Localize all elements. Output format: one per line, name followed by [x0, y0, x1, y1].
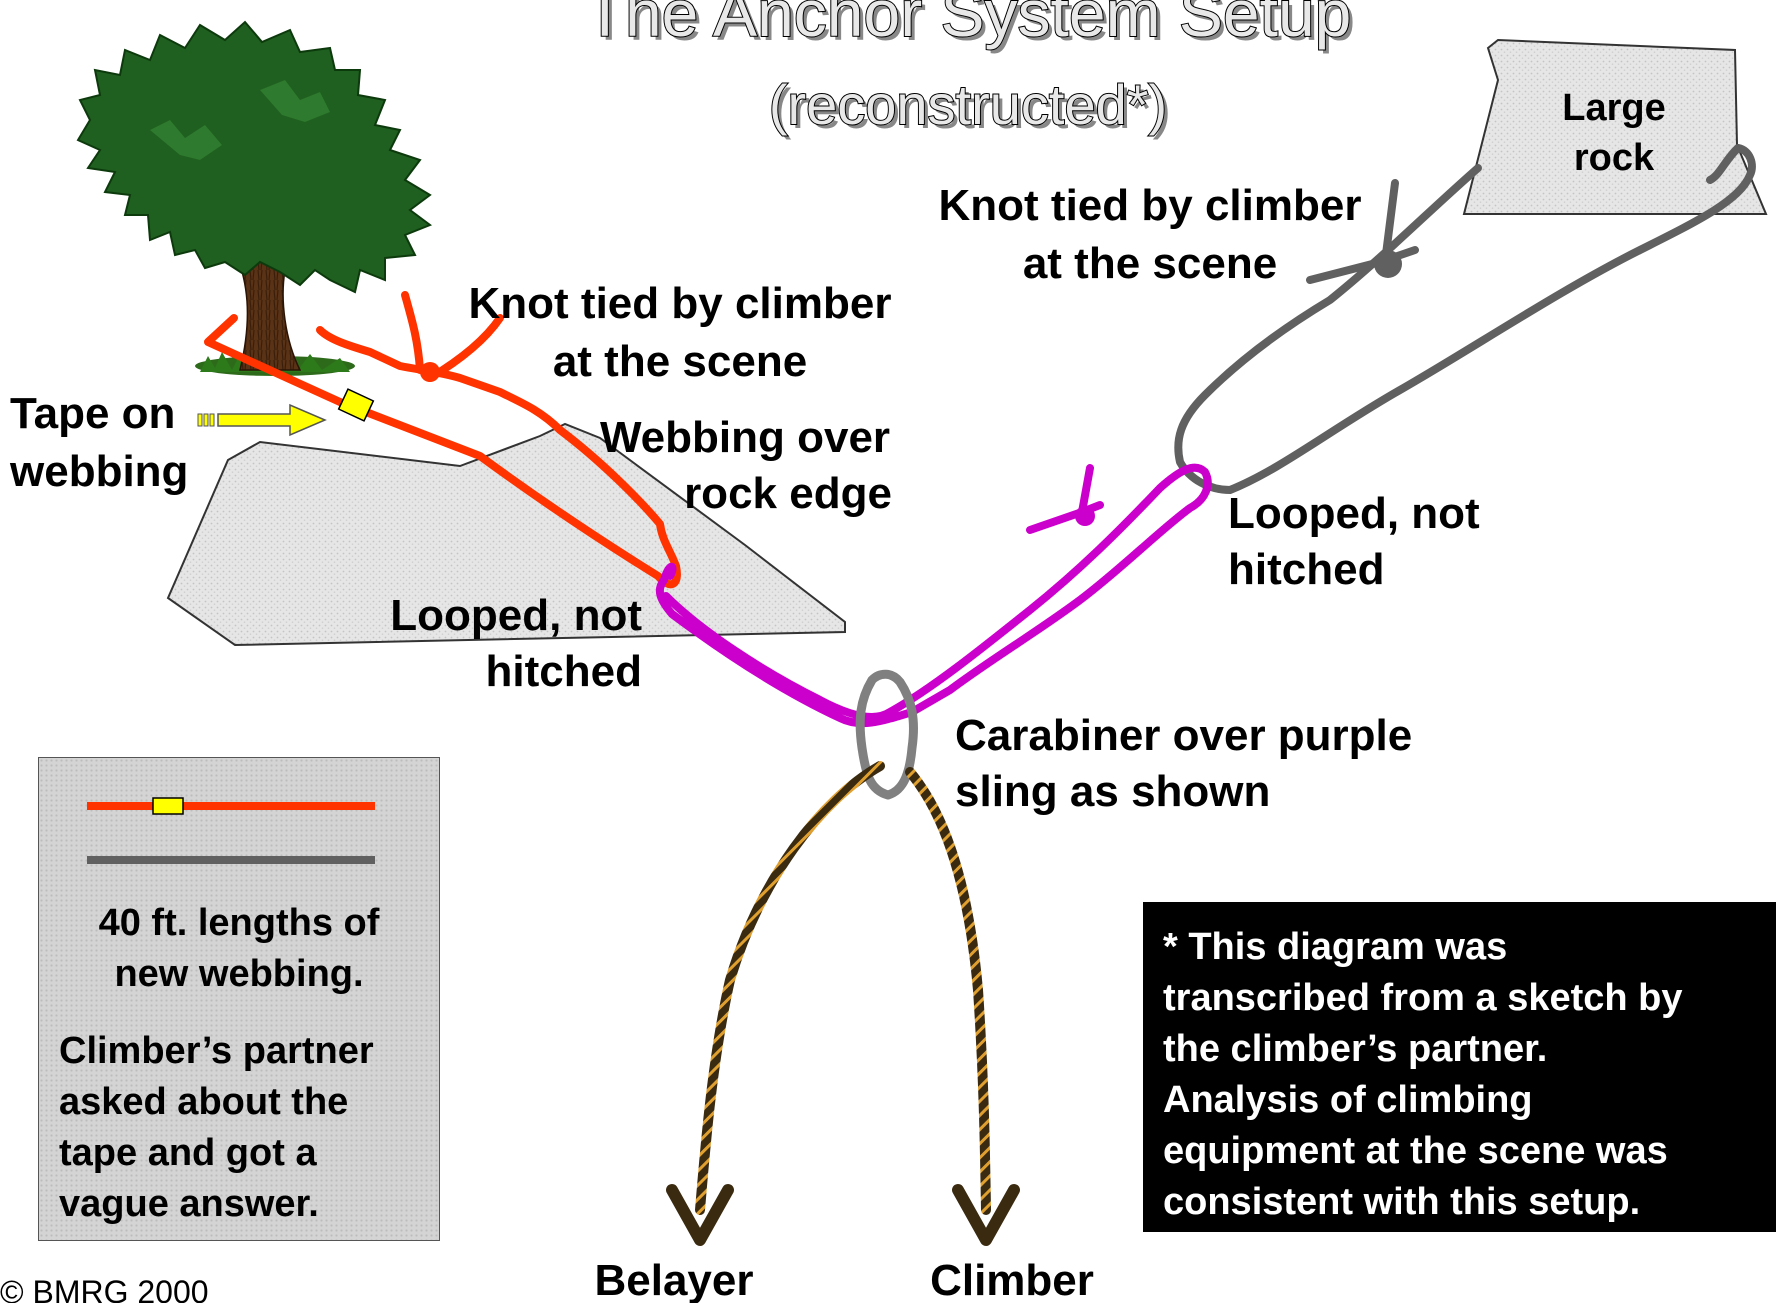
knot-right-label-1: Knot tied by climber — [939, 181, 1362, 230]
legend-text-2-line-4: vague answer. — [59, 1183, 319, 1225]
footnote-line-3: the climber’s partner. — [1163, 1028, 1548, 1070]
tape-arrow-icon — [197, 403, 327, 437]
title-shadow: The Anchor System Setup — [589, 0, 1356, 54]
footnote-line-5: equipment at the scene was — [1163, 1130, 1668, 1172]
legend-text-2-line-1: Climber’s partner — [59, 1030, 374, 1072]
footnote-box: * This diagram was transcribed from a sk… — [1143, 902, 1776, 1232]
copyright-text: © BMRG 2000 — [0, 1274, 209, 1303]
knot-left-label-2: at the scene — [553, 337, 807, 386]
tape-label-2: webbing — [9, 447, 188, 496]
webbing-edge-label-1: Webbing over — [600, 413, 890, 462]
page-subtitle: (reconstructed*) (reconstructed*) — [768, 72, 1171, 140]
legend-tape-swatch — [152, 797, 184, 815]
legend-text-1-line-2: new webbing. — [114, 953, 364, 995]
footnote-line-4: Analysis of climbing — [1163, 1079, 1533, 1121]
footnote-line-6: consistent with this setup. — [1163, 1181, 1641, 1223]
legend-box: 40 ft. lengths of new webbing. Climber’s… — [38, 757, 440, 1241]
gray-knot — [1306, 179, 1419, 284]
looped-left-label-2: hitched — [486, 647, 642, 696]
gray-webbing — [1174, 144, 1756, 494]
looped-right-label-1: Looped, not — [1228, 489, 1480, 538]
knot-right-label-2: at the scene — [1023, 239, 1277, 288]
legend-swatches — [87, 797, 375, 864]
looped-left-label-1: Looped, not — [390, 591, 642, 640]
belayer-arrow-icon — [666, 1184, 734, 1246]
large-rock-label-1: Large — [1562, 87, 1665, 129]
rope-to-belayer — [695, 761, 885, 1215]
belayer-label: Belayer — [594, 1256, 753, 1303]
knot-left-label-1: Knot tied by climber — [469, 279, 892, 328]
purple-sling — [655, 463, 1212, 728]
lower-rock — [166, 422, 846, 647]
subtitle-shadow: (reconstructed*) — [773, 77, 1171, 140]
red-knot — [401, 291, 504, 382]
carabiner-label-2: sling as shown — [955, 767, 1270, 816]
rope-to-climber — [905, 767, 991, 1215]
tape-marker — [337, 388, 375, 422]
carabiner-label-1: Carabiner over purple — [955, 711, 1412, 760]
footnote-line-1: * This diagram was — [1163, 926, 1508, 968]
large-rock-label-2: rock — [1574, 137, 1655, 179]
subtitle-text: (reconstructed*) — [769, 73, 1167, 136]
looped-right-label-2: hitched — [1228, 545, 1384, 594]
legend-text-1-line-1: 40 ft. lengths of — [98, 902, 380, 944]
title-text: The Anchor System Setup — [585, 0, 1352, 50]
purple-knot — [1026, 464, 1104, 534]
footnote-line-2: transcribed from a sketch by — [1163, 977, 1683, 1019]
tape-label-1: Tape on — [10, 389, 175, 438]
legend-text-2-line-3: tape and got a — [59, 1132, 317, 1174]
legend-text-2-line-2: asked about the — [59, 1081, 349, 1123]
climber-arrow-icon — [952, 1184, 1020, 1246]
tree-icon — [76, 20, 433, 376]
page-title: The Anchor System Setup The Anchor Syste… — [584, 0, 1356, 54]
carabiner-icon — [855, 669, 918, 800]
webbing-edge-label-2: rock edge — [684, 469, 892, 518]
climber-label: Climber — [930, 1256, 1094, 1303]
